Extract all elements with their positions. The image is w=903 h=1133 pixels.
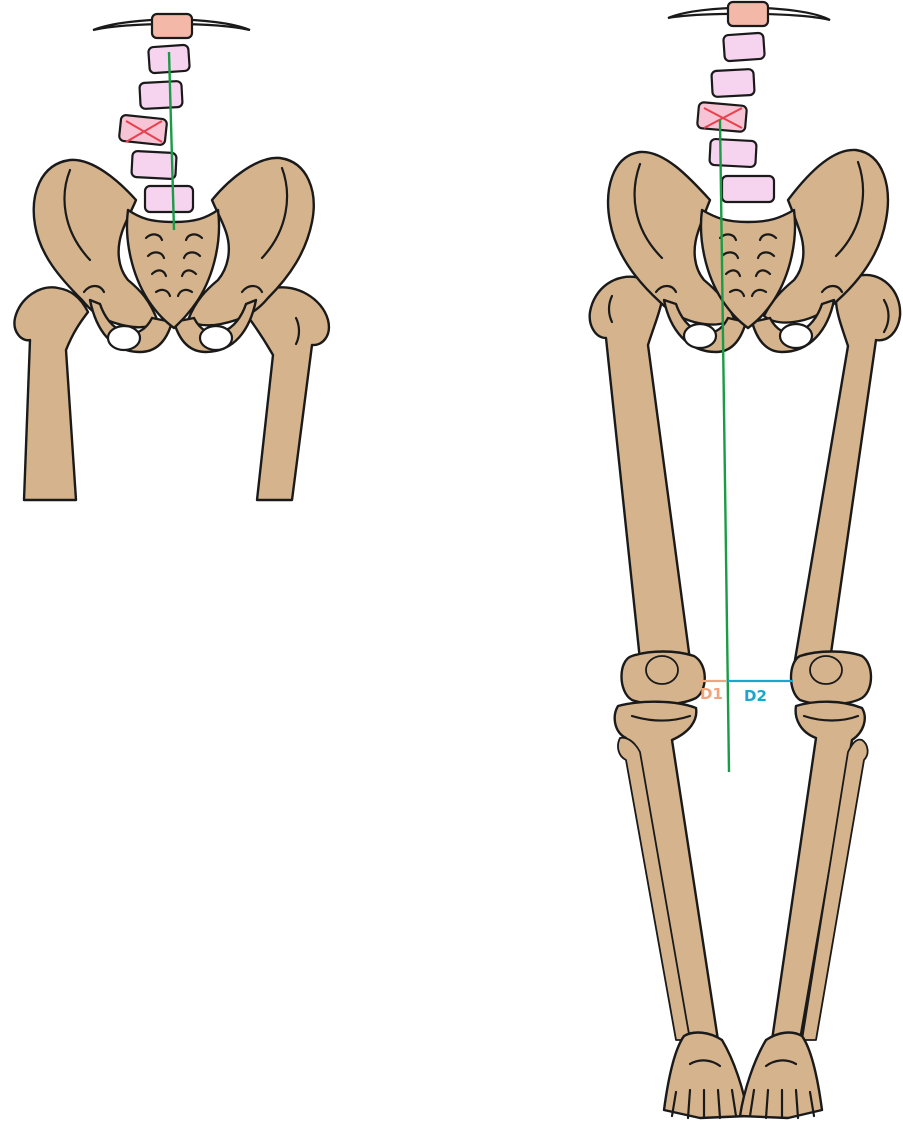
left-knee-right-fig xyxy=(622,652,705,705)
right-femur-left-fig xyxy=(246,287,329,500)
left-tibia-fibula-right-fig xyxy=(615,702,718,1040)
right-foot-right-fig xyxy=(740,1033,822,1118)
vertebra-1 xyxy=(152,14,192,38)
vertebra-3 xyxy=(139,81,182,109)
left-foot-right-fig xyxy=(664,1033,748,1118)
wedged-vertebra xyxy=(697,102,747,132)
vertebra-5 xyxy=(131,151,176,179)
wedged-vertebra xyxy=(119,115,167,146)
full-lower-limb-view: D1 D2 xyxy=(590,2,900,1118)
vertebra-6 xyxy=(145,186,193,212)
plumb-line-right-fig xyxy=(720,120,729,772)
d1-label: D1 xyxy=(700,685,723,703)
right-tibia-fibula-right-fig xyxy=(772,702,868,1040)
left-femur-right-fig xyxy=(590,277,690,660)
pelvis-and-spine-view xyxy=(14,14,328,500)
lumbar-vertebrae-right-fig xyxy=(697,2,774,202)
lumbar-vertebrae-left-fig xyxy=(119,14,193,212)
left-femur-left-fig xyxy=(14,287,88,500)
d2-label: D2 xyxy=(744,687,767,705)
right-knee-right-fig xyxy=(791,652,871,705)
